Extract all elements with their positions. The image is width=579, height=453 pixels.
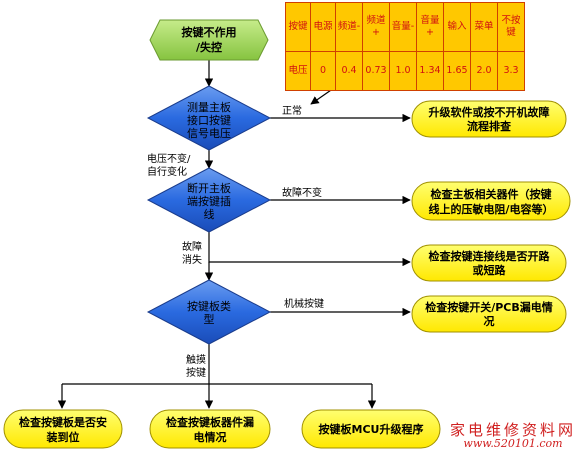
- table-cell: 1.0: [389, 51, 417, 91]
- res4-line-2: 况: [484, 314, 495, 328]
- result-upgrade-software: 升级软件或按不开机故障 流程排查: [411, 100, 567, 138]
- result-check-mainboard: 检查主板相关器件（按键 线上的压敏电阻/电容等）: [411, 181, 571, 221]
- res2-line-2: 线上的压敏电阻/电容等）: [428, 202, 553, 216]
- res5-line-2: 装到位: [46, 430, 80, 444]
- label-abnormal-1: 电压不变/: [147, 152, 191, 165]
- res5-line-1: 检查按键板是否安: [19, 415, 107, 429]
- table-cell: 电源: [310, 2, 336, 52]
- res7-line-1: 按键板MCU升级程序: [319, 422, 424, 436]
- res1-line-2: 流程排查: [467, 119, 511, 133]
- dec1-line-1: 测量主板: [187, 100, 231, 114]
- table-cell: 1.34: [416, 51, 444, 91]
- label-abnormal-2: 自行变化: [147, 165, 187, 178]
- edge-dec2-res3: [208, 232, 411, 267]
- result-mcu-upgrade: 按键板MCU升级程序: [301, 409, 441, 449]
- label-mechanical: 机械按键: [284, 297, 324, 310]
- key-voltage-table: 按键 电源 频道- 频道+ 音量- 音量+ 输入 菜单 不按键 电压 0 0.4…: [285, 2, 525, 91]
- dec2-line-2: 端按键插: [187, 194, 231, 208]
- dec2-line-3: 线: [204, 207, 215, 221]
- table-header-row: 按键 电源 频道- 频道+ 音量- 音量+ 输入 菜单 不按键: [285, 2, 525, 52]
- table-cell: 2.0: [470, 51, 498, 91]
- connectors: [57, 60, 411, 409]
- dec3-line-2: 型: [204, 312, 215, 326]
- result-check-switch-pcb: 检查按键开关/PCB漏电情 况: [411, 295, 567, 333]
- watermark: 家电维修资料网 www.520101.com: [448, 422, 578, 450]
- decision-keyboard-type: 按键板类 型: [146, 279, 272, 345]
- label-touch-1: 触摸: [186, 353, 206, 366]
- table-cell: 0: [310, 51, 336, 91]
- dec1-line-2: 接口按键: [187, 113, 231, 127]
- start-line-1: 按键不作用: [182, 25, 237, 39]
- res3-line-1: 检查按键连接线是否开路: [429, 249, 551, 263]
- table-cell: 频道-: [335, 2, 363, 52]
- result-check-leakage: 检查按键板器件漏 电情况: [149, 409, 271, 449]
- label-normal: 正常: [282, 104, 302, 117]
- start-line-2: /失控: [196, 40, 222, 54]
- label-touch-2: 按键: [186, 366, 206, 379]
- table-cell: 0.73: [362, 51, 390, 91]
- dec2-line-1: 断开主板: [187, 181, 231, 195]
- table-cell: 音量+: [416, 2, 444, 52]
- table-cell: 频道+: [362, 2, 390, 52]
- table-cell: 音量-: [389, 2, 417, 52]
- result-check-installation: 检查按键板是否安 装到位: [3, 409, 123, 449]
- decision-disconnect-cable: 断开主板 端按键插 线: [146, 167, 272, 233]
- watermark-url: www.520101.com: [463, 437, 563, 450]
- table-cell: 3.3: [497, 51, 525, 91]
- res3-line-2: 或短路: [473, 263, 507, 277]
- res6-line-2: 电情况: [194, 430, 227, 444]
- table-cell: 0.4: [335, 51, 363, 91]
- table-cell: 按键: [285, 2, 311, 52]
- label-fault-same: 故障不变: [282, 186, 322, 199]
- decision-measure-voltage: 测量主板 接口按键 信号电压: [146, 85, 272, 151]
- table-cell: 输入: [443, 2, 471, 52]
- label-fault-gone-1: 故障: [182, 240, 202, 253]
- table-cell: 1.65: [443, 51, 471, 91]
- dec3-line-1: 按键板类: [187, 299, 231, 313]
- table-cell: 不按键: [497, 2, 525, 52]
- res4-line-1: 检查按键开关/PCB漏电情: [425, 300, 553, 314]
- result-check-cable: 检查按键连接线是否开路 或短路: [411, 244, 567, 282]
- res6-line-1: 检查按键板器件漏: [166, 415, 254, 429]
- table-value-row: 电压 0 0.4 0.73 1.0 1.34 1.65 2.0 3.3: [285, 51, 525, 91]
- label-fault-gone-2: 消失: [182, 253, 202, 266]
- table-cell: 电压: [285, 51, 311, 91]
- res2-line-1: 检查主板相关器件（按键: [431, 187, 553, 201]
- start-node: 按键不作用 /失控: [149, 19, 269, 61]
- dec1-line-3: 信号电压: [187, 127, 231, 140]
- watermark-title: 家电维修资料网: [449, 421, 576, 439]
- table-cell: 菜单: [470, 2, 498, 52]
- res1-line-1: 升级软件或按不开机故障: [429, 105, 550, 119]
